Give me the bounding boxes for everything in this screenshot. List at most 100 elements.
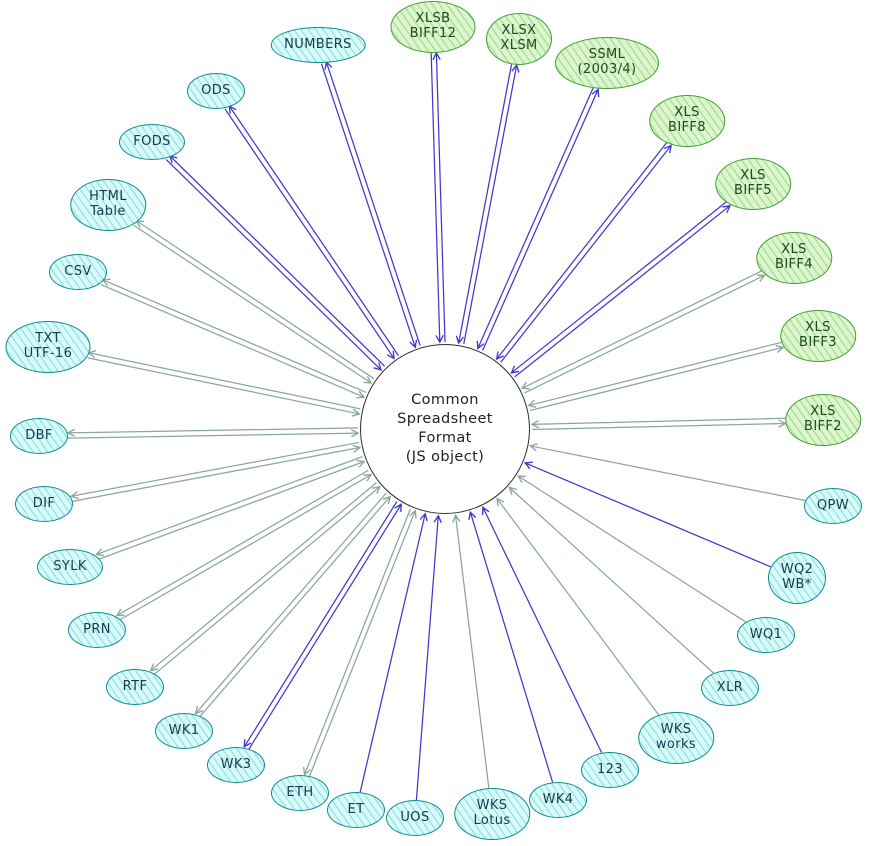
edge-html-table-read — [133, 224, 371, 383]
node-label: XLS — [781, 242, 807, 258]
center-label-line: Spreadsheet — [397, 411, 493, 428]
center-node: Common Spreadsheet Format (JS object) — [360, 344, 530, 514]
node-label: TXT — [35, 331, 61, 347]
node-label: BIFF8 — [668, 120, 706, 135]
node-label: BIFF2 — [804, 419, 842, 434]
edge-ssml-20034-write — [482, 89, 599, 351]
node-et: ET — [327, 792, 385, 828]
node-label: PRN — [83, 621, 111, 637]
edge-xlsx-xlsm-write — [463, 65, 517, 345]
node-label: XLSX — [501, 23, 537, 39]
node-sylk: SYLK — [37, 549, 103, 585]
node-123: 123 — [581, 752, 639, 788]
node-label: XLSB — [415, 11, 451, 27]
edge-wk3-write — [244, 501, 398, 747]
node-label: BIFF4 — [775, 257, 813, 272]
center-label-line: Format — [418, 430, 472, 446]
node-label: SSML — [588, 47, 626, 63]
node-wk1: WK1 — [155, 713, 213, 749]
node-numbers: NUMBERS — [270, 27, 366, 63]
edge-wk1-write — [196, 492, 387, 713]
node-qpw: QPW — [804, 488, 862, 524]
edge-xls-biff5-read — [511, 201, 728, 373]
edge-rtf-write — [151, 482, 377, 671]
node-label: FODS — [133, 133, 171, 149]
node-label: XLR — [716, 679, 744, 695]
node-label: ETH — [286, 784, 314, 800]
edge-xls-biff2-write — [532, 423, 785, 431]
node-prn: PRN — [68, 612, 126, 648]
node-label: WKS — [476, 798, 508, 814]
node-label: WK3 — [220, 756, 252, 772]
node-rtf: RTF — [106, 669, 164, 705]
edge-rtf-read — [153, 487, 380, 676]
edge-dbf-write — [68, 427, 358, 433]
edge-fods-read — [165, 159, 381, 370]
edge-xls-biff2-read — [532, 417, 786, 424]
node-label: Table — [90, 204, 126, 219]
edge-wks-works-read — [497, 499, 660, 716]
node-wq1: WQ1 — [737, 617, 795, 653]
node-uos: UOS — [386, 800, 444, 836]
node-label: Lotus — [473, 813, 511, 828]
node-label: XLS — [674, 105, 700, 121]
edge-fods-write — [170, 156, 386, 367]
node-ssml-20034: SSML(2003/4) — [555, 37, 659, 89]
node-label: XLS — [805, 320, 831, 336]
edge-wks-lotus-read — [456, 515, 490, 789]
edge-xls-biff8-write — [500, 145, 671, 363]
edge-numbers-write — [326, 62, 421, 346]
node-wk3: WK3 — [207, 747, 265, 783]
node-label: WQ2 — [780, 562, 814, 578]
edge-xls-biff3-write — [529, 347, 783, 412]
center-label-line: Common — [411, 392, 479, 409]
node-label: WQ1 — [749, 626, 783, 642]
node-dbf: DBF — [10, 418, 68, 454]
edge-xls-biff4-write — [523, 275, 764, 394]
edge-wk1-read — [199, 497, 390, 718]
edge-xls-biff8-read — [497, 141, 668, 359]
node-dif: DIF — [15, 486, 73, 522]
edge-sylk-read — [98, 461, 364, 560]
edge-txt-utf-16-read — [87, 357, 360, 414]
edge-dif-read — [72, 448, 360, 502]
node-label: 123 — [596, 761, 623, 777]
edge-uos-read — [415, 516, 438, 801]
edge-numbers-read — [320, 63, 415, 348]
node-label: WKS — [660, 722, 692, 738]
edge-xls-biff4-read — [522, 270, 763, 389]
node-wk4: WK4 — [529, 782, 587, 818]
edge-ods-read — [224, 108, 394, 358]
node-label: WK4 — [542, 791, 574, 807]
edge-ssml-20034-read — [478, 87, 594, 348]
node-fods: FODS — [119, 124, 185, 160]
edge-xlsb-biff12-write — [436, 53, 446, 342]
edge-xls-biff3-read — [529, 341, 783, 405]
node-label: DIF — [32, 495, 56, 511]
edge-sylk-write — [96, 456, 363, 555]
node-label: XLSM — [500, 38, 538, 53]
node-label: works — [655, 737, 697, 752]
edge-xlsx-xlsm-read — [459, 64, 513, 343]
edge-ods-write — [229, 106, 399, 356]
node-label: WK1 — [168, 722, 200, 738]
edge-xlr-read — [509, 488, 715, 674]
node-label: SYLK — [53, 558, 87, 574]
node-label: CSV — [64, 263, 92, 279]
edge-eth-write — [305, 508, 411, 775]
edge-prn-read — [119, 475, 371, 621]
node-label: ET — [347, 801, 365, 817]
edge-prn-write — [117, 469, 369, 615]
node-csv: CSV — [49, 254, 107, 290]
edge-wk3-read — [248, 504, 402, 750]
